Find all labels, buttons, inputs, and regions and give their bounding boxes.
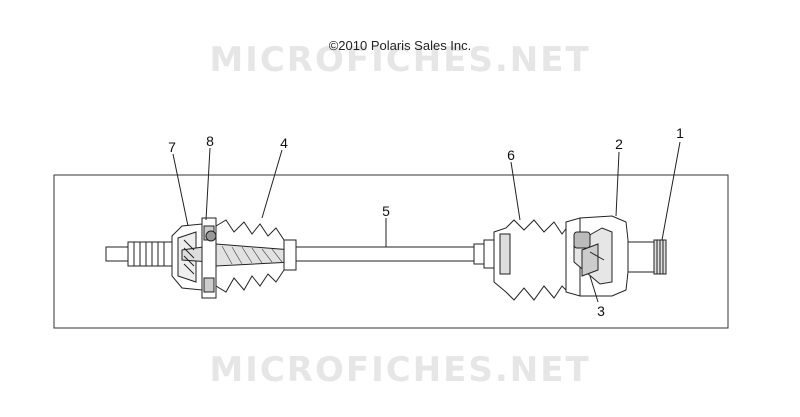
callout-8: 8: [206, 133, 214, 149]
left-stub-shaft: [105, 241, 173, 267]
callout-6: 6: [507, 147, 515, 163]
watermark-bottom: MICROFICHES.NET: [209, 350, 591, 390]
main-shaft: [295, 239, 495, 269]
callout-5: 5: [382, 203, 390, 219]
callout-3: 3: [597, 303, 605, 319]
copyright-text: ©2010 Polaris Sales Inc.: [328, 38, 472, 53]
left-boot: [215, 219, 297, 293]
left-clamp: [201, 217, 217, 299]
diagram-frame: [53, 174, 729, 329]
watermark-top: MICROFICHES.NET: [209, 40, 591, 80]
callout-7: 7: [168, 139, 176, 155]
right-boot: [493, 217, 581, 301]
leader-lines: [172, 141, 681, 303]
callout-2: 2: [615, 136, 623, 152]
right-stub-shaft: [627, 239, 667, 275]
callout-4: 4: [280, 135, 288, 151]
callout-1: 1: [676, 125, 684, 141]
right-cv-joint: [573, 215, 629, 297]
